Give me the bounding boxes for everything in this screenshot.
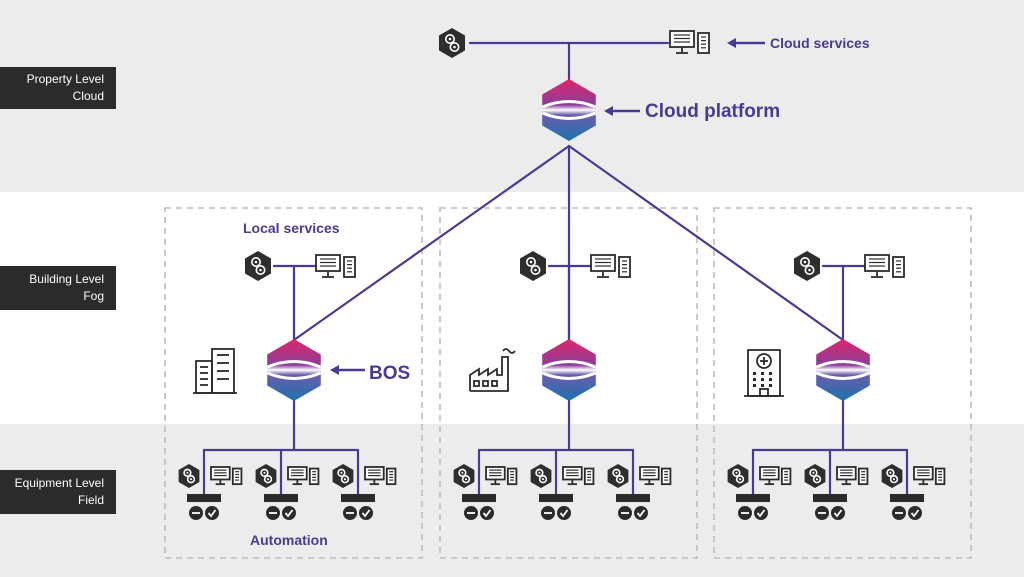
monitor-server-icon [836, 466, 869, 486]
field-device-icon [264, 494, 298, 520]
platform-hexagon-icon [541, 339, 597, 401]
arrow-head-icon [330, 365, 339, 375]
office-building-icon [193, 348, 237, 394]
field-device-icon [736, 494, 770, 520]
hospital-icon [744, 349, 784, 397]
arrow-head-icon [604, 106, 613, 116]
platform-hexagon-icon [266, 339, 322, 401]
bos-label: BOS [369, 363, 410, 384]
monitor-server-icon [364, 466, 397, 486]
monitor-server-icon [287, 466, 320, 486]
gears-hexagon-icon [794, 251, 820, 281]
arrow-head-icon [727, 38, 736, 48]
gears-hexagon-icon [439, 28, 465, 58]
gears-hexagon-icon [520, 251, 546, 281]
gears-hexagon-icon [530, 464, 552, 488]
field-device-icon [341, 494, 375, 520]
monitor-server-icon [562, 466, 595, 486]
platform-hexagon-icon [541, 79, 597, 141]
gears-hexagon-icon [332, 464, 354, 488]
building-zone-3 [713, 207, 972, 559]
gears-hexagon-icon [607, 464, 629, 488]
local-services-label: Local services [243, 220, 340, 236]
gears-hexagon-icon [178, 464, 200, 488]
cloud-level-band [0, 0, 1024, 192]
monitor-server-icon [913, 466, 946, 486]
monitor-server-icon [639, 466, 672, 486]
gears-hexagon-icon [881, 464, 903, 488]
monitor-server-icon [210, 466, 243, 486]
monitor-server-icon [315, 254, 356, 278]
uplink-line-1 [292, 144, 571, 342]
diagram-nodes [178, 28, 946, 520]
monitor-server-icon [669, 30, 710, 54]
gears-hexagon-icon [727, 464, 749, 488]
monitor-server-icon [759, 466, 792, 486]
field-device-icon [616, 494, 650, 520]
building-zone-2 [439, 207, 698, 559]
field-device-icon [890, 494, 924, 520]
field-device-icon [187, 494, 221, 520]
cloud-services-label: Cloud services [770, 35, 870, 51]
factory-icon [469, 348, 516, 392]
gears-hexagon-icon [804, 464, 826, 488]
field-device-icon [462, 494, 496, 520]
field-device-icon [813, 494, 847, 520]
building-zones [164, 207, 972, 559]
uplink-line-3 [567, 144, 845, 342]
field-device-icon [539, 494, 573, 520]
cloud-platform-label: Cloud platform [645, 101, 780, 122]
gears-hexagon-icon [245, 251, 271, 281]
automation-label: Automation [250, 532, 328, 548]
platform-hexagon-icon [815, 339, 871, 401]
gears-hexagon-icon [453, 464, 475, 488]
building-zone-1 [164, 207, 423, 559]
monitor-server-icon [590, 254, 631, 278]
monitor-server-icon [864, 254, 905, 278]
gears-hexagon-icon [255, 464, 277, 488]
monitor-server-icon [485, 466, 518, 486]
connection-lines [202, 41, 909, 496]
